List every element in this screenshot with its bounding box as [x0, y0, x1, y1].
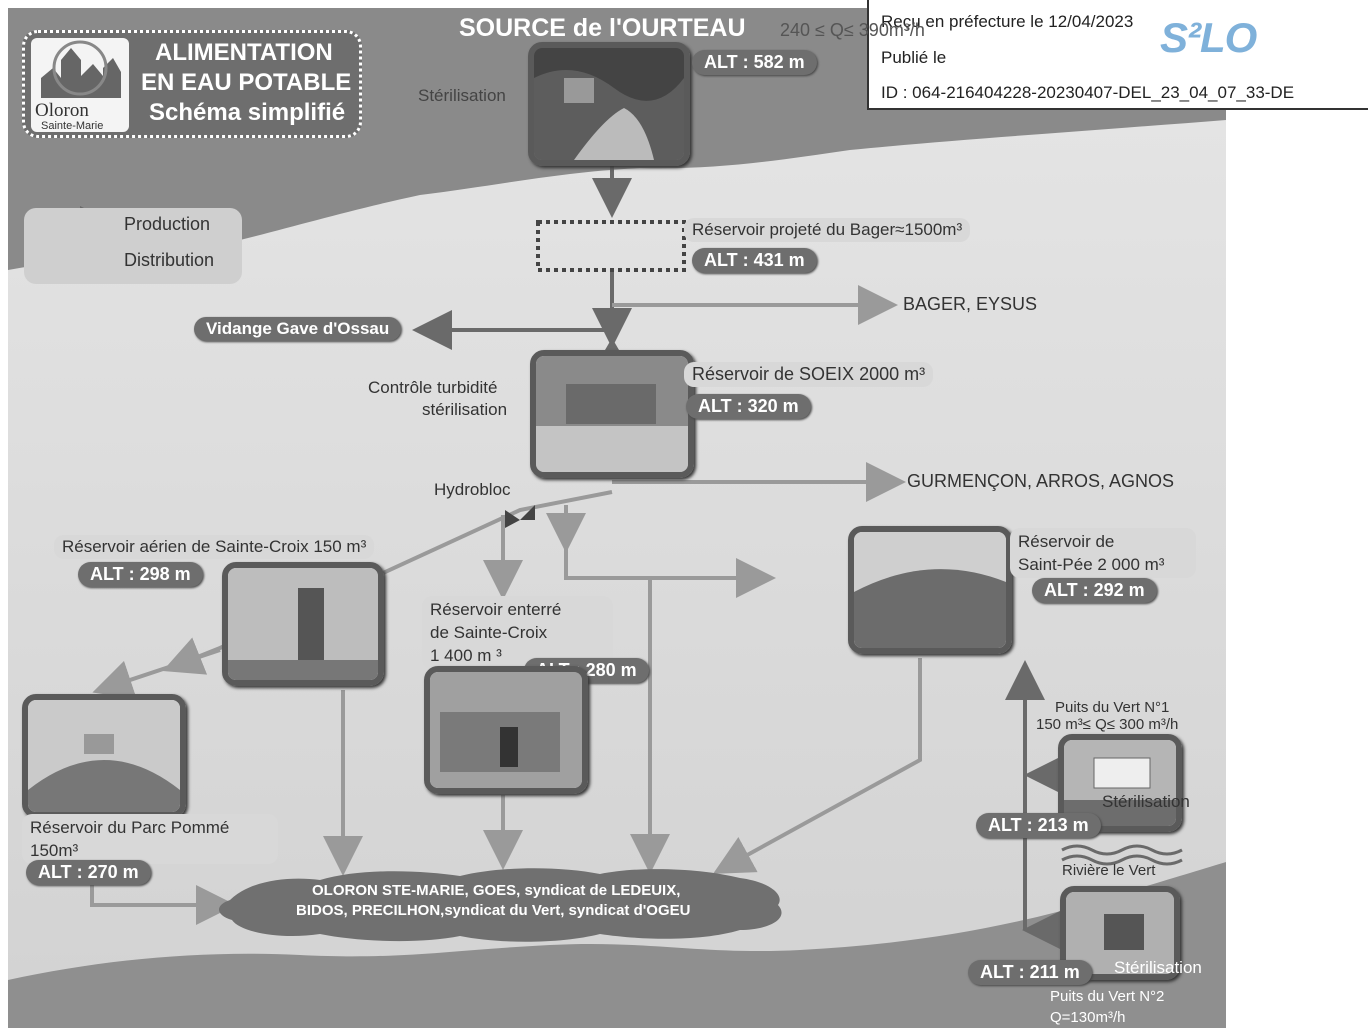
source-title: SOURCE de l'OURTEAU	[459, 14, 746, 42]
puits1-sterilisation: Stérilisation	[1102, 792, 1190, 811]
enterre-line-1: Réservoir enterré	[430, 600, 562, 619]
parc-pomme-line-1: Réservoir du Parc Pommé	[30, 818, 230, 837]
destination-line-2: BIDOS, PRECILHON,syndicat du Vert, syndi…	[296, 902, 691, 919]
hydrobloc-symbol	[505, 505, 535, 528]
river-wave-1	[1061, 844, 1183, 856]
legend-distribution: Distribution	[124, 250, 215, 270]
stream-image	[534, 48, 684, 160]
title-box: Oloron Sainte-Marie ALIMENTATION EN EAU …	[22, 30, 362, 138]
sainte-croix-aerien-photo	[222, 562, 384, 686]
legend-production: Production	[124, 214, 211, 234]
soeix-control-1: Contrôle turbidité	[368, 378, 498, 397]
source-sterilisation: Stérilisation	[418, 86, 506, 105]
saint-pee-label: Réservoir de Saint-Pée 2 000 m³	[1010, 528, 1196, 578]
puits1-photo	[1058, 734, 1182, 832]
arrow-saint-pee-to-city	[712, 658, 922, 874]
puits1-alt: ALT : 213 m	[976, 813, 1101, 838]
reservoir-image	[536, 356, 688, 472]
saint-pee-photo	[848, 526, 1012, 654]
landscape-bottom	[8, 862, 1226, 1028]
hydrobloc-label: Hydrobloc	[434, 480, 511, 499]
logo-name: Oloron	[35, 100, 89, 121]
slo-logo: S²LO	[1160, 14, 1257, 61]
bager-projected-box	[536, 220, 686, 272]
sainte-croix-enterre-label: Réservoir enterré de Sainte-Croix 1 400 …	[422, 596, 613, 669]
soeix-destination: GURMENÇON, ARROS, AGNOS	[907, 471, 1175, 491]
sainte-croix-aerien-label: Réservoir aérien de Sainte-Croix 150 m³	[54, 535, 375, 559]
puits2-flow: Q=130m³/h	[1050, 1009, 1126, 1026]
river-wave-2	[1061, 854, 1183, 866]
pump-house-image	[1064, 740, 1176, 826]
sainte-croix-enterre-photo	[424, 666, 588, 794]
grass-reservoir-image	[854, 532, 1006, 648]
source-alt: ALT : 582 m	[692, 50, 817, 75]
sainte-croix-aerien-alt: ALT : 298 m	[78, 562, 203, 587]
saint-pee-line-1: Réservoir de	[1018, 532, 1115, 551]
enterre-line-3: 1 400 m ³	[430, 646, 502, 665]
soeix-alt: ALT : 320 m	[686, 394, 811, 419]
title-line-1: ALIMENTATION	[155, 39, 333, 66]
arrow-parc-pomme-to-city	[90, 880, 236, 925]
title-line-2: EN EAU POTABLE	[141, 69, 352, 96]
saint-pee-alt: ALT : 292 m	[1032, 578, 1157, 603]
mound-reservoir-image	[28, 700, 180, 812]
soeix-photo	[530, 350, 694, 478]
soeix-control-2: stérilisation	[422, 400, 508, 419]
puits2-label: Puits du Vert N°2	[1050, 988, 1165, 1005]
puits1-label: Puits du Vert N°1	[1055, 699, 1170, 716]
bager-label: Réservoir projeté du Bager≈1500m³	[684, 218, 971, 242]
bager-alt: ALT : 431 m	[692, 248, 817, 273]
river-label: Rivière le Vert	[1062, 862, 1156, 879]
logo-sub: Sainte-Marie	[41, 120, 104, 132]
parc-pomme-alt: ALT : 270 m	[26, 860, 151, 885]
bager-destination: BAGER, EYSUS	[903, 294, 1038, 314]
oloron-logo: Oloron Sainte-Marie	[31, 38, 129, 132]
soeix-label: Réservoir de SOEIX 2000 m³	[684, 362, 934, 387]
destination-cloud	[218, 868, 782, 942]
arrow-to-parc-pomme	[92, 648, 221, 699]
saint-pee-line-2: Saint-Pée 2 000 m³	[1018, 555, 1165, 574]
title-line-3: Schéma simplifié	[149, 99, 346, 126]
enterre-line-2: de Sainte-Croix	[430, 623, 548, 642]
stamp-published: Publié le	[881, 48, 947, 67]
prefecture-stamp: Reçu en préfecture le 12/04/2023 Publié …	[867, 0, 1368, 110]
parc-pomme-line-2: 150m³	[30, 841, 79, 860]
destination-line-1: OLORON STE-MARIE, GOES, syndicat de LEDE…	[312, 882, 681, 899]
water-tower-image	[228, 568, 378, 680]
puits1-flow: 150 m³≤ Q≤ 300 m³/h	[1036, 716, 1179, 733]
puits2-alt: ALT : 211 m	[968, 960, 1092, 985]
puits2-sterilisation: Stérilisation	[1114, 958, 1202, 977]
parc-pomme-label: Réservoir du Parc Pommé 150m³	[22, 814, 278, 864]
stamp-id: ID : 064-216404228-20230407-DEL_23_04_07…	[881, 83, 1295, 102]
source-photo	[528, 42, 690, 166]
underground-reservoir-image	[430, 672, 582, 788]
parc-pomme-photo	[22, 694, 186, 818]
town-icon	[41, 40, 121, 98]
legend: Production Distribution	[24, 208, 242, 284]
vidange-label: Vidange Gave d'Ossau	[194, 317, 402, 341]
stamp-received: Reçu en préfecture le 12/04/2023	[881, 12, 1134, 31]
source-flow: 240 ≤ Q≤ 390m³/h	[780, 20, 925, 40]
